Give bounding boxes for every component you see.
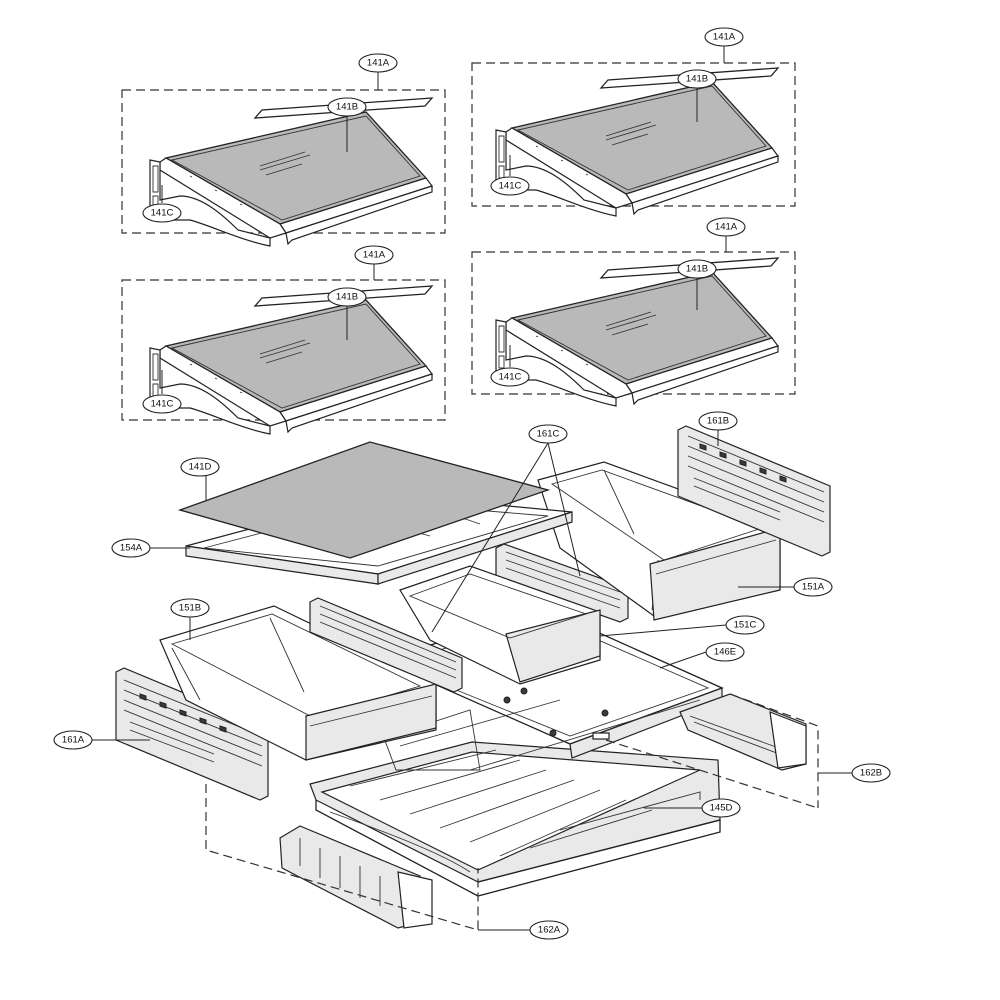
- svg-text:162B: 162B: [860, 768, 882, 779]
- svg-text:162A: 162A: [538, 925, 561, 936]
- callout-145D: 145D: [701, 798, 741, 818]
- callout-141B: 141B: [327, 97, 367, 117]
- callout-141B: 141B: [677, 259, 717, 279]
- svg-text:146E: 146E: [714, 647, 736, 658]
- shelf-assembly-3: 141A 141B 141C: [121, 245, 446, 435]
- svg-text:141D: 141D: [189, 462, 212, 473]
- callout-141A: 141A: [354, 245, 394, 265]
- shelf-assembly-1: 141A 141B 141C: [121, 53, 446, 247]
- svg-text:141B: 141B: [336, 292, 358, 303]
- callout-141A: 141A: [358, 53, 398, 73]
- svg-text:141A: 141A: [715, 222, 738, 233]
- center-divider-panels: [309, 543, 629, 693]
- shelf-4-group-outline: [471, 251, 796, 395]
- svg-text:141C: 141C: [499, 372, 522, 383]
- svg-text:161B: 161B: [707, 416, 729, 427]
- svg-text:141B: 141B: [686, 264, 708, 275]
- callout-162B: 162B: [851, 763, 891, 783]
- callout-161C: 161C: [528, 424, 568, 444]
- callout-146E: 146E: [705, 642, 745, 662]
- svg-text:151B: 151B: [179, 603, 201, 614]
- callout-141C: 141C: [490, 176, 530, 196]
- svg-text:141A: 141A: [363, 250, 386, 261]
- callout-151C: 151C: [725, 615, 765, 635]
- svg-text:141A: 141A: [367, 58, 390, 69]
- callout-141B: 141B: [327, 287, 367, 307]
- callout-141B: 141B: [677, 69, 717, 89]
- svg-text:161C: 161C: [537, 429, 560, 440]
- left-drawer-rail: [205, 784, 530, 931]
- callout-151B: 151B: [170, 598, 210, 618]
- callout-141A: 141A: [704, 27, 744, 47]
- shelf-assembly-4: 141A 141B 141C: [471, 217, 796, 407]
- glass-shelf-4: [495, 257, 779, 407]
- callout-141D: 141D: [180, 457, 220, 477]
- callout-141C: 141C: [142, 203, 182, 223]
- callout-162A: 162A: [529, 920, 569, 940]
- svg-text:141B: 141B: [686, 74, 708, 85]
- crisper-cover-glass: [177, 441, 551, 559]
- glass-shelf-1: [149, 97, 433, 247]
- right-drawer-rail: [605, 693, 852, 809]
- svg-text:141C: 141C: [151, 399, 174, 410]
- callout-161A: 161A: [53, 730, 93, 750]
- callout-161B: 161B: [698, 411, 738, 431]
- svg-text:141C: 141C: [499, 181, 522, 192]
- svg-text:161A: 161A: [62, 735, 85, 746]
- callout-154A: 154A: [111, 538, 151, 558]
- callout-141A: 141A: [706, 217, 746, 237]
- callout-141C: 141C: [142, 394, 182, 414]
- svg-text:141B: 141B: [336, 102, 358, 113]
- svg-text:141C: 141C: [151, 208, 174, 219]
- glass-shelf-3: [149, 285, 433, 435]
- right-side-panel: [677, 425, 831, 557]
- svg-text:145D: 145D: [710, 803, 733, 814]
- svg-text:141A: 141A: [713, 32, 736, 43]
- middle-crisper-drawer: [399, 565, 601, 685]
- callout-141C: 141C: [490, 367, 530, 387]
- svg-text:151A: 151A: [802, 582, 825, 593]
- svg-text:154A: 154A: [120, 543, 143, 554]
- right-crisper-drawer: [537, 461, 781, 621]
- shelf-assembly-2: 141A 141B 141C: [471, 27, 796, 217]
- shelf-1-group-outline: [121, 89, 446, 234]
- left-side-panel: [115, 667, 269, 801]
- svg-text:151C: 151C: [734, 620, 757, 631]
- callout-151A: 151A: [793, 577, 833, 597]
- shelf-2-group-outline: [471, 62, 796, 207]
- left-crisper-drawer: [159, 605, 437, 761]
- glass-shelf-2: [495, 67, 779, 217]
